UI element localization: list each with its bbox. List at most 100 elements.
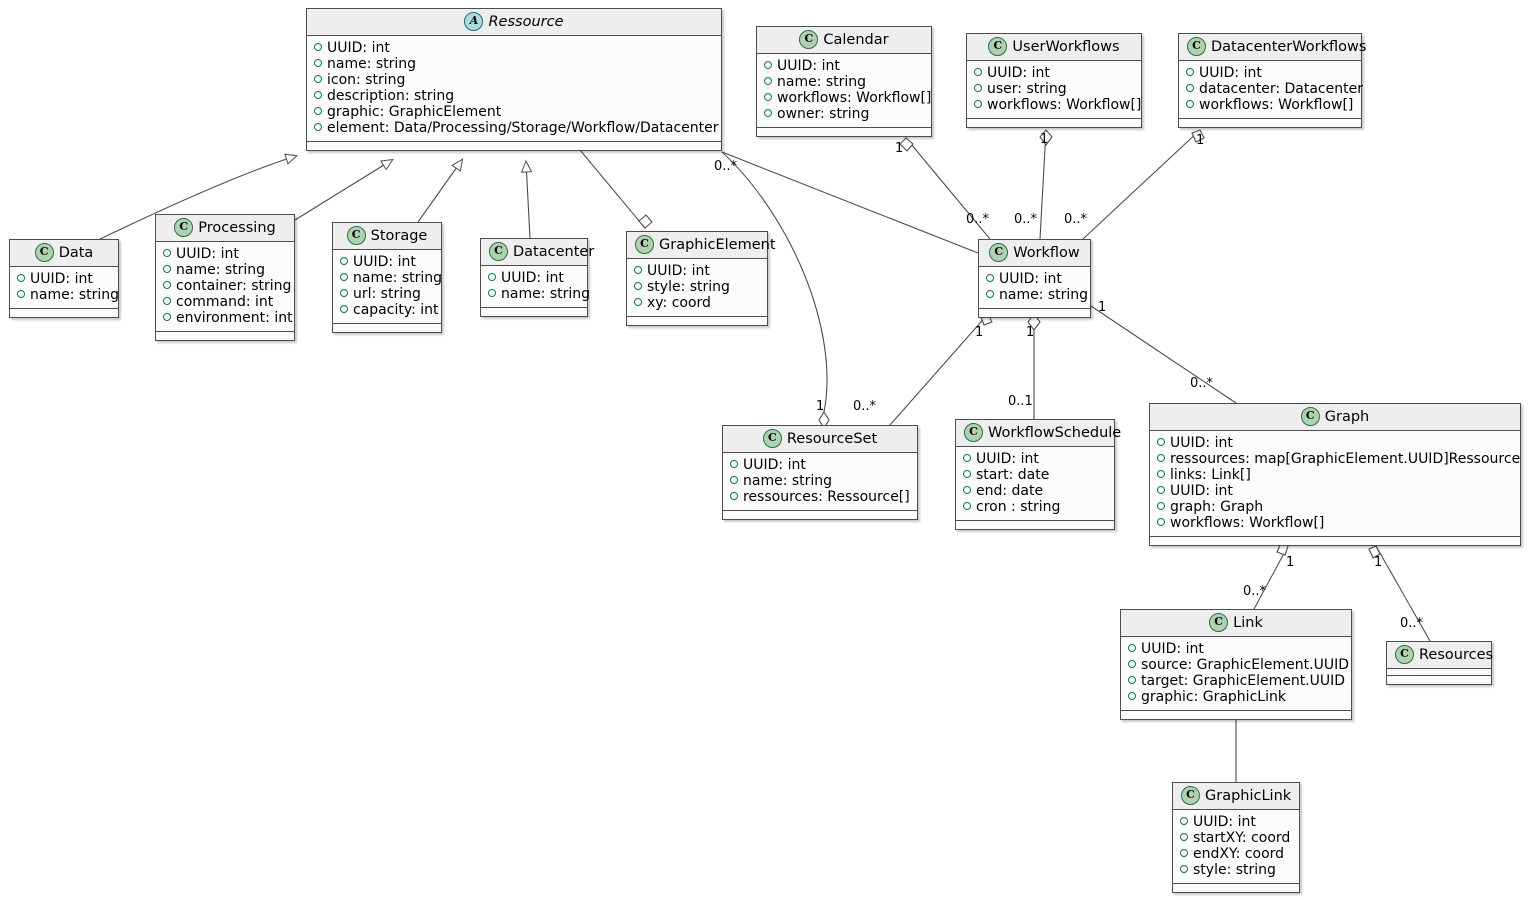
multiplicity-label: 1 [1196,133,1205,148]
attribute-label: owner: string [777,106,870,122]
attribute-row: UUID: int [1157,435,1512,451]
attribute-label: name: string [176,262,266,278]
attribute-label: name: string [743,473,833,489]
attribute-label: UUID: int [1199,65,1262,81]
attribute-label: UUID: int [743,457,806,473]
attribute-label: datacenter: Datacenter [1199,81,1363,97]
class-name-graph: Graph [1324,408,1370,425]
class-stereotype-icon: C [988,37,1008,56]
attribute-row: description: string [314,88,713,104]
class-name-storage: Storage [370,227,428,244]
attribute-row: name: string [314,56,713,72]
visibility-public-icon [1157,486,1165,494]
class-stereotype-icon: C [489,242,508,261]
attribute-label: UUID: int [353,254,416,270]
attribute-row: workflows: Workflow[] [1186,97,1353,113]
attribute-label: element: Data/Processing/Storage/Workflo… [327,120,719,136]
multiplicity-label: 1 [1374,555,1383,570]
attribute-row: name: string [340,270,442,286]
attribute-label: name: string [30,287,120,303]
attribute-row: graphic: GraphicElement [314,104,713,120]
class-methods-processing [156,332,294,340]
multiplicity-label: 0..* [1400,616,1424,631]
class-stereotype-icon: C [635,235,654,254]
attribute-label: icon: string [327,72,406,88]
attribute-label: cron : string [976,499,1061,515]
attribute-label: startXY: coord [1193,830,1291,846]
visibility-public-icon [963,454,971,462]
visibility-public-icon [1180,849,1188,857]
attribute-label: UUID: int [777,58,840,74]
multiplicity-label: 1 [1286,555,1295,570]
class-stereotype-icon: C [1300,407,1320,426]
attribute-label: end: date [976,483,1044,499]
attribute-row: command: int [163,294,286,310]
attribute-row: container: string [163,278,291,294]
attribute-row: workflows: Workflow[] [1157,515,1512,531]
class-methods-graphiclink [1173,884,1299,892]
attribute-label: ressources: Ressource[] [743,489,910,505]
visibility-public-icon [1128,676,1136,684]
class-methods-userworkflows [967,119,1141,127]
multiplicity-label: 0..* [1243,584,1267,599]
attribute-row: end: date [963,483,1106,499]
multiplicity-label: 0..* [966,212,990,227]
class-stereotype-icon: C [1395,645,1414,664]
attribute-row: name: string [764,74,923,90]
attribute-label: graphic: GraphicElement [327,104,502,120]
attribute-label: workflows: Workflow[] [1170,515,1325,531]
visibility-public-icon [17,290,25,298]
attribute-row: UUID: int [963,451,1106,467]
visibility-public-icon [340,257,348,265]
attribute-row: graphic: GraphicLink [1128,689,1343,705]
visibility-public-icon [986,290,994,298]
attribute-label: workflows: Workflow[] [987,97,1142,113]
attribute-row: name: string [17,287,119,303]
attribute-label: UUID: int [501,270,564,286]
visibility-public-icon [974,68,982,76]
attribute-label: UUID: int [999,271,1062,287]
attribute-label: name: string [501,286,591,302]
attribute-row: UUID: int [730,457,909,473]
attribute-row: style: string [634,279,759,295]
visibility-public-icon [314,59,322,67]
attribute-label: ressources: map[GraphicElement.UUID]Ress… [1170,451,1521,467]
edge-dcworkflows-workflow [1082,129,1201,240]
abstract-stereotype-icon: A [464,12,484,31]
visibility-public-icon [764,61,772,69]
attribute-row: workflows: Workflow[] [974,97,1141,113]
class-stereotype-icon: C [34,243,54,262]
class-methods-resources [1387,676,1491,684]
class-name-workflowschedule: WorkflowSchedule [988,424,1122,441]
visibility-public-icon [634,266,642,274]
visibility-public-icon [314,107,322,115]
visibility-public-icon [1128,644,1136,652]
